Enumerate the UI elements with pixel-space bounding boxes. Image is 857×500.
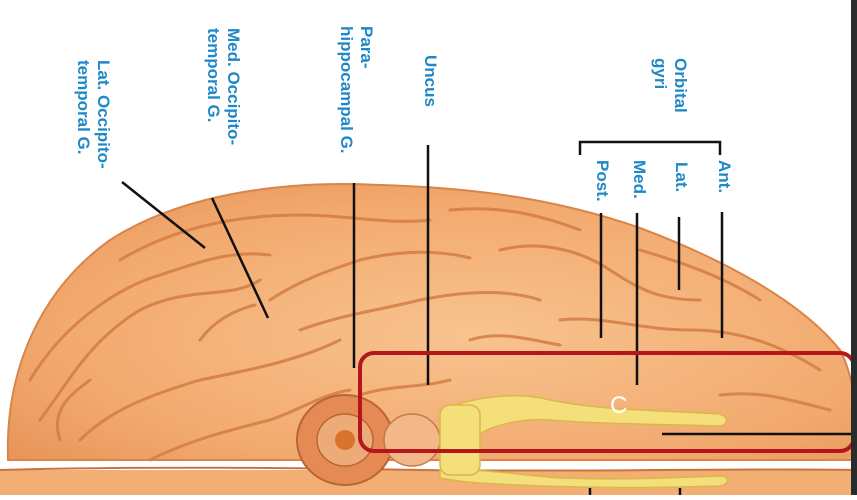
label-lat-occipitotemporal: Lat. Occipito- temporal G. — [73, 60, 113, 169]
label-med: Med. — [629, 160, 649, 199]
label-med-occipitotemporal: Med. Occipito- temporal G. — [203, 28, 243, 145]
highlight-letter: C — [610, 392, 627, 420]
page-edge — [851, 0, 857, 495]
label-lat: Lat. — [671, 162, 691, 192]
label-post: Post. — [592, 160, 612, 202]
label-parahippocampal: Para- hippocampal G. — [336, 26, 376, 154]
lower-hemisphere — [0, 470, 857, 495]
brain-hemisphere — [8, 184, 857, 460]
label-orbital-gyri: Orbital gyri — [650, 58, 690, 113]
label-ant: Ant. — [714, 160, 734, 193]
label-uncus: Uncus — [420, 55, 440, 107]
